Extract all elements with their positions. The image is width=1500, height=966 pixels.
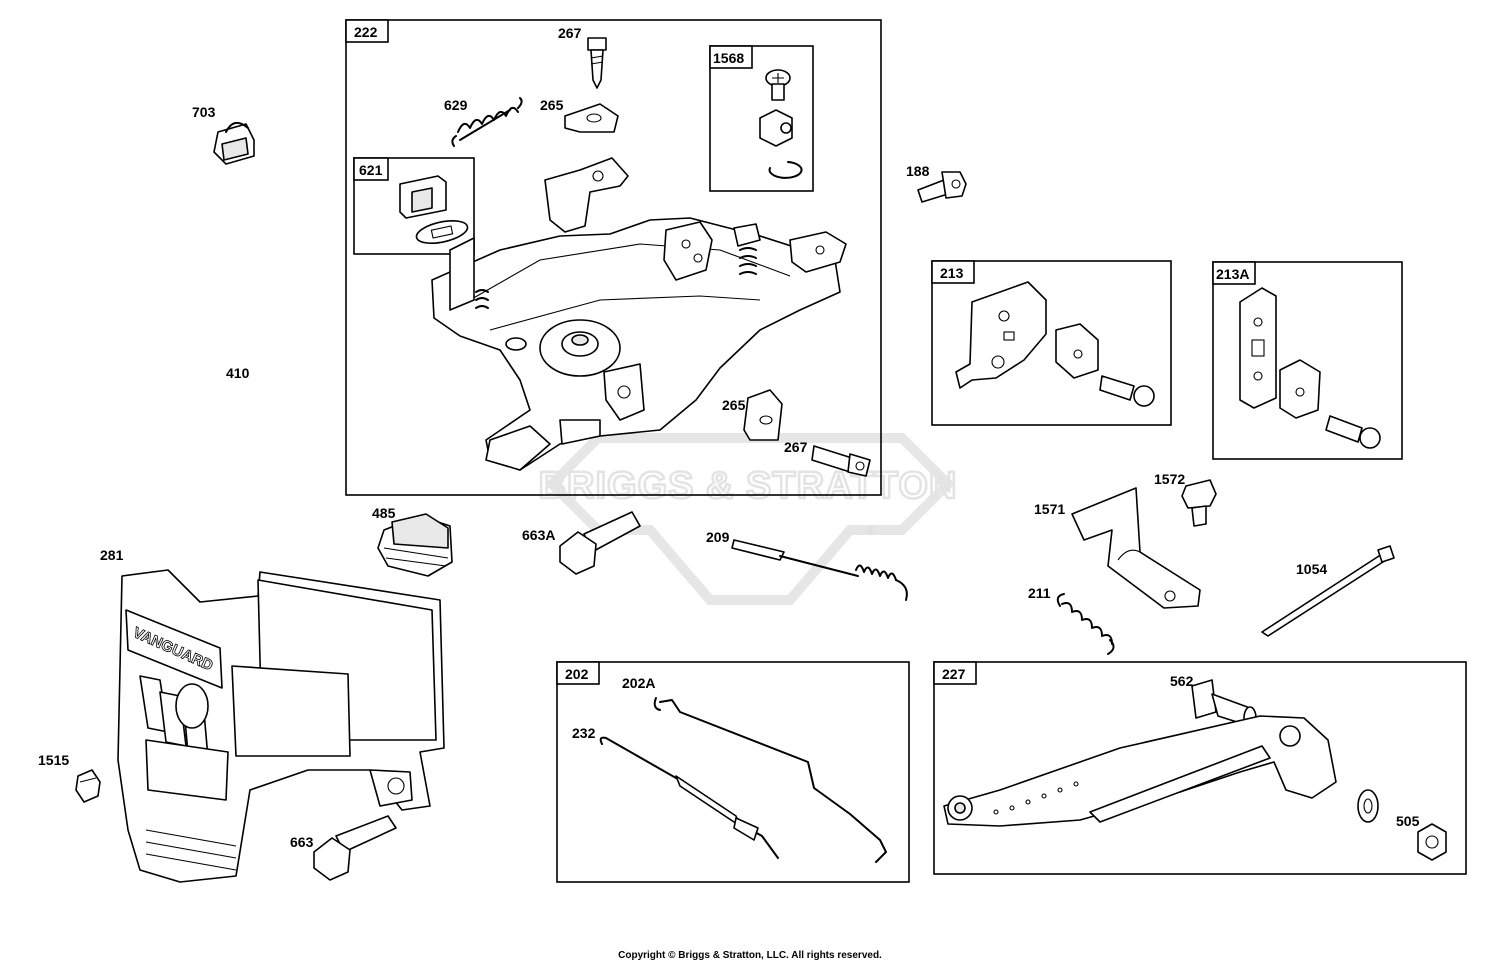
bolt-188-icon	[917, 171, 967, 203]
label-629: 629	[444, 97, 468, 113]
label-265-top: 265	[540, 97, 564, 113]
label-485: 485	[372, 505, 396, 521]
label-188: 188	[906, 163, 930, 179]
screw-267-lower-icon	[811, 445, 871, 477]
label-202A: 202A	[622, 675, 655, 691]
pan-screw-icon	[765, 69, 791, 101]
grommet-icon	[415, 220, 469, 244]
clip-265-top-icon	[564, 103, 619, 133]
e-clip-icon	[768, 161, 803, 179]
clip-265-lower-icon	[743, 389, 783, 441]
grommet-485-icon	[377, 513, 453, 577]
screw-213A-icon	[1325, 415, 1381, 449]
label-1572: 1572	[1154, 471, 1185, 487]
box-213-label: 213	[940, 265, 964, 281]
label-1571: 1571	[1034, 501, 1065, 517]
label-209: 209	[706, 529, 730, 545]
screw-213-icon	[1099, 375, 1155, 407]
clamp-703-icon	[213, 121, 255, 165]
label-281: 281	[100, 547, 124, 563]
label-505: 505	[1396, 813, 1420, 829]
shroud-281-icon: VANGUARD	[117, 569, 445, 883]
bolt-663-icon	[313, 815, 397, 881]
watermark-registered-mark: ®	[866, 523, 875, 537]
screw-267-icon	[587, 37, 607, 89]
label-211: 211	[1028, 585, 1051, 601]
box-227-label: 227	[942, 666, 966, 682]
label-562: 562	[1170, 673, 1194, 689]
spring-629-icon	[451, 97, 523, 147]
label-267-lower: 267	[784, 439, 808, 455]
label-703: 703	[192, 104, 216, 120]
label-1054: 1054	[1296, 561, 1327, 577]
box-213A-label: 213A	[1216, 266, 1249, 282]
block-213A-icon	[1279, 359, 1321, 419]
bolt-663A-icon	[559, 511, 641, 575]
cable-tie-1054-icon	[1261, 545, 1395, 637]
box-621-label: 621	[359, 162, 383, 178]
box-621: 621	[353, 157, 475, 255]
swivel-nut-icon	[759, 109, 793, 147]
rod-410-icon	[225, 347, 329, 443]
nut-1515-icon	[75, 769, 101, 803]
box-1568: 1568	[709, 45, 814, 192]
box-222: 222 1568	[345, 19, 882, 496]
rod-202A-icon	[653, 697, 887, 863]
nut-505-icon	[1417, 823, 1447, 861]
plate-213A-icon	[1239, 287, 1277, 409]
bracket-1571-icon	[1071, 487, 1201, 609]
spring-209-icon	[731, 539, 908, 601]
washer-icon	[1357, 789, 1379, 823]
lever-227-icon	[943, 715, 1337, 827]
spring-211-icon	[1056, 593, 1115, 655]
lever-holes	[993, 781, 1079, 815]
label-232: 232	[572, 725, 596, 741]
watermark-text: BRIGGS & STRATTON	[539, 465, 958, 507]
briggs-stratton-watermark: BRIGGS & STRATTON ®	[537, 433, 958, 605]
control-bracket-icon	[431, 157, 847, 471]
copyright-footer: Copyright © Briggs & Stratton, LLC. All …	[618, 950, 882, 961]
label-265-lower: 265	[722, 397, 746, 413]
link-232-icon	[599, 736, 779, 859]
box-213: 213	[931, 260, 1172, 426]
box-227: 227	[933, 661, 1467, 875]
label-663: 663	[290, 834, 314, 850]
label-663A: 663A	[522, 527, 555, 543]
box-202-label: 202	[565, 666, 589, 682]
box-213A: 213A	[1212, 261, 1403, 460]
bracket-213-plate-icon	[955, 281, 1047, 389]
box-202: 202 202A 232	[556, 661, 910, 883]
damper-block-icon	[399, 175, 447, 219]
label-267-top: 267	[558, 25, 582, 41]
label-410: 410	[226, 365, 250, 381]
box-1568-label: 1568	[713, 50, 744, 66]
block-213-icon	[1055, 323, 1099, 379]
box-222-label: 222	[354, 24, 378, 40]
label-1515: 1515	[38, 752, 69, 768]
bolt-1572-icon	[1181, 479, 1217, 527]
